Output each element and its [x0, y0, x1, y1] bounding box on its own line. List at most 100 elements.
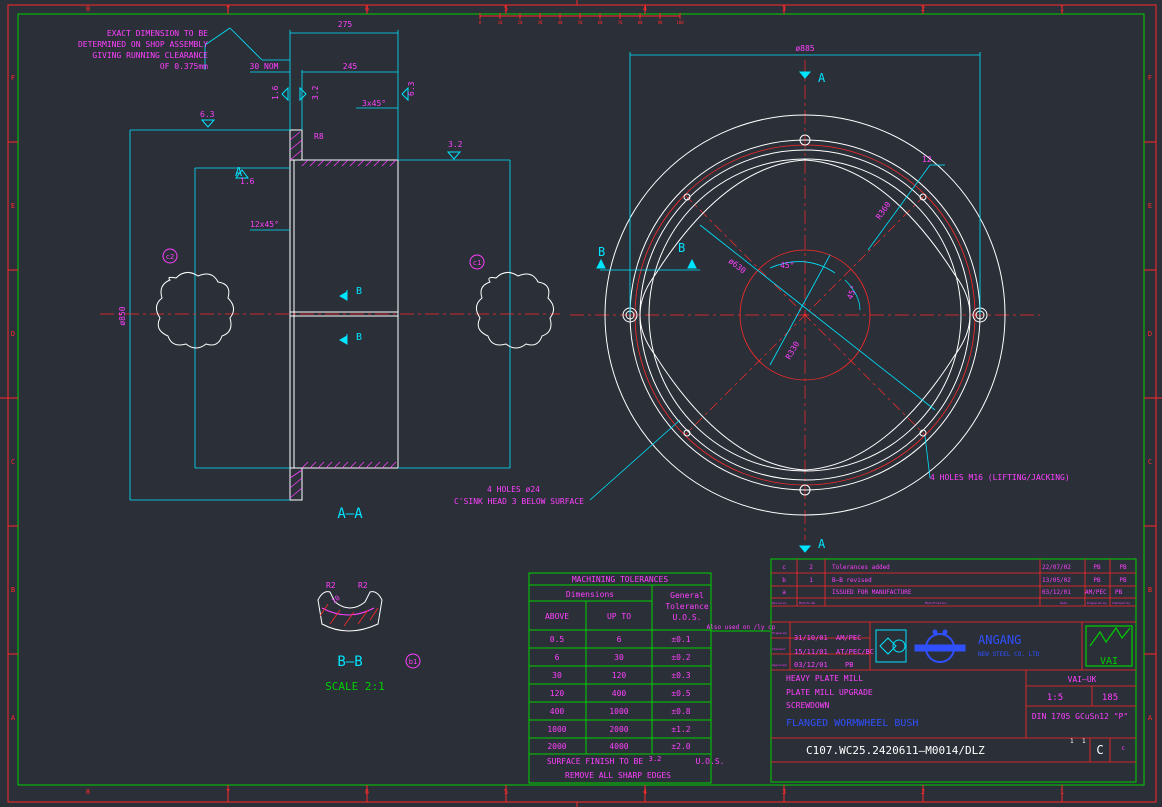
view-title-bb: B–B: [337, 654, 362, 670]
sheet-number: 1: [1070, 738, 1074, 745]
front-view: [570, 52, 1040, 553]
table-row-above: 6: [555, 653, 560, 662]
surface-finish-note: SURFACE FINISH TO BE: [547, 757, 644, 766]
revision-letter: b: [782, 577, 786, 584]
surface-3-2-b: 3.2: [311, 85, 320, 100]
table-row-above: 120: [550, 689, 565, 698]
sheet-of: 1: [1082, 738, 1086, 745]
zone-column-label: 6: [365, 5, 369, 13]
zone-column-label: 8: [86, 788, 90, 796]
revision-checked-by: PB: [1115, 589, 1123, 596]
revision-description: Tolerances added: [832, 564, 890, 571]
title-block-text: c 2 Tolerances added 22/07/02 PB PB b 1 …: [772, 564, 1130, 757]
ruler-label: 20: [518, 20, 523, 25]
zone-column-label: 5: [504, 5, 508, 13]
revision-letter: a: [782, 589, 786, 596]
surface-6-3-b: 6.3: [407, 81, 416, 96]
zone-column-label: 6: [365, 788, 369, 796]
zone-row-label: E: [11, 202, 15, 210]
table-row-above: 1000: [547, 725, 566, 734]
table-row-above: 30: [552, 671, 562, 680]
ruler-labels: 0 10 20 30 40 50 60 70 80 90 100: [479, 20, 684, 25]
drawing-number: C107.WC25.2420611–M0014/DLZ: [806, 744, 985, 757]
general-header-line-3: U.O.S.: [673, 613, 702, 622]
holes-note-line-2: C'SINK HEAD 3 BELOW SURFACE: [454, 497, 584, 506]
revision-date: 22/07/02: [1042, 564, 1071, 571]
dim-275: 275: [338, 20, 353, 29]
dim-245: 245: [343, 62, 358, 71]
title-line-4: FLANGED WORMWHEEL BUSH: [786, 718, 918, 729]
zone-row-label: B: [11, 586, 15, 594]
dim-diameter-850: ø850: [118, 306, 127, 325]
surface-6-3: 6.3: [200, 110, 215, 119]
table-row-tolerance: ±0.1: [671, 635, 690, 644]
revision-header: Date: [1060, 601, 1067, 605]
zone-column-label: 1: [1060, 788, 1064, 796]
revision-description: B–B revised: [832, 577, 872, 584]
zone-column-label: 3: [782, 788, 786, 796]
revision-modification-number: 2: [809, 564, 813, 571]
lifting-holes-note: 4 HOLES M16 (LIFTING/JACKING): [930, 473, 1070, 482]
dim-30-nom: 30 NOM: [250, 62, 279, 71]
title-line-2: PLATE MILL UPGRADE: [786, 688, 873, 697]
also-used-on: Also used on /ly op: [707, 624, 776, 631]
zone-row-label: F: [1148, 74, 1152, 82]
table-row-above: 2000: [547, 742, 566, 751]
table-row-tolerance: ±0.3: [671, 671, 690, 680]
surface-1-6-b: 1.6: [240, 177, 255, 186]
machining-tolerance-table: [528, 572, 770, 784]
table-row-upto: 30: [614, 653, 624, 662]
radius-r2-right: R2: [358, 581, 368, 590]
zone-column-label: 4: [643, 788, 647, 796]
material: DIN 1705 GCuSn12 "P": [1032, 712, 1128, 721]
ruler-label: 80: [638, 20, 643, 25]
surface-finish-value: 3.2: [649, 755, 662, 763]
zone-column-label: 4: [643, 5, 647, 13]
table-row-tolerance: ±0.2: [671, 653, 690, 662]
table-row-upto: 400: [612, 689, 627, 698]
zone-row-label: F: [11, 74, 15, 82]
table-row-upto: 2000: [609, 725, 628, 734]
section-letter-a: A: [818, 71, 826, 85]
company-name-line-2: NEW STEEL CO. LTD: [978, 651, 1040, 658]
zone-row-label: C: [11, 458, 15, 466]
angle-45-a: 45°: [780, 261, 794, 270]
ruler-label: 0: [479, 20, 482, 25]
revision-modification-number: 1: [809, 577, 813, 584]
detail-bb: [317, 591, 421, 669]
approval-role: Checked: [772, 647, 785, 651]
approval-who: AT/PEC/BC: [836, 648, 874, 656]
vai-logo-text: VAI: [1100, 656, 1118, 667]
zone-column-label: 8: [86, 5, 90, 13]
zone-row-label: C: [1148, 458, 1152, 466]
drawing-size: C: [1096, 743, 1103, 757]
callout-b1: b1: [409, 658, 417, 666]
zone-column-label: 3: [782, 5, 786, 13]
table-row-upto: 6: [617, 635, 622, 644]
callout-c1: c1: [473, 259, 481, 267]
zone-column-label: 2: [921, 788, 925, 796]
zone-row-label: A: [1148, 714, 1153, 722]
zone-labels: 8 7 6 5 4 3 2 1 8 7 6 5 4 3 2 1 F E D C …: [11, 5, 1153, 796]
table-row-above: 0.5: [550, 635, 565, 644]
table-row-upto: 120: [612, 671, 627, 680]
title-block: [770, 558, 1137, 783]
section-letter-a: A: [818, 537, 826, 551]
drawing-weight: 185: [1102, 693, 1118, 703]
approval-date: 31/10/01: [794, 634, 828, 642]
zone-row-label: D: [1148, 330, 1152, 338]
approval-who: PB: [845, 661, 853, 669]
holes-note-line-1: 4 HOLES ø24: [487, 485, 540, 494]
zone-column-label: 7: [226, 788, 230, 796]
revision-header: Prepared by: [1087, 601, 1107, 605]
title-line-3: SCREWDOWN: [786, 701, 830, 710]
zone-row-label: D: [11, 330, 15, 338]
table-row-tolerance: ±2.0: [671, 742, 690, 751]
drawing-revision: c: [1121, 745, 1125, 752]
title-line-1: HEAVY PLATE MILL: [786, 674, 863, 683]
revision-checked-by: PB: [1119, 564, 1127, 571]
surface-finish-uos: U.O.S.: [696, 757, 725, 766]
zone-row-label: B: [1148, 586, 1152, 594]
